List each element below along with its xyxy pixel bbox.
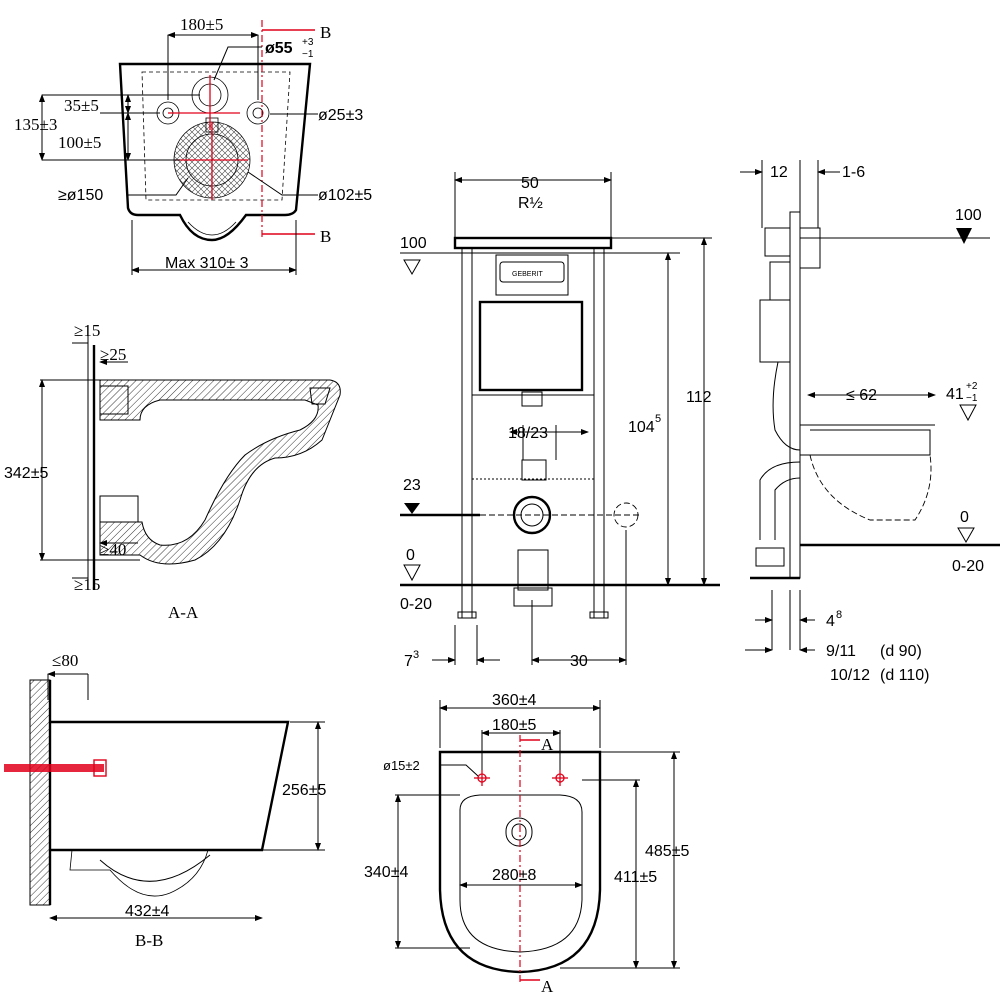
front-level-23: 23 — [403, 477, 421, 494]
side-dim-4: 4 — [826, 613, 835, 630]
front-level-0-20: 0-20 — [400, 596, 432, 613]
dim-135: 135±3 — [14, 115, 57, 134]
frame-height-104-sup: 5 — [655, 413, 661, 425]
dim-35: 35±5 — [64, 96, 99, 115]
inlet-diameter-minus: −1 — [302, 49, 314, 60]
inlet-diameter: ø55 — [265, 40, 293, 57]
frame-side-view: 12 1-6 100 ≤ 62 41 +2 −1 0 0-20 4 8 9/11… — [740, 160, 1000, 684]
bottom-depth-411: 411±5 — [614, 869, 657, 886]
aa-min-15-bottom: ≥15 — [74, 575, 100, 594]
section-a-bottom-label: A — [541, 977, 554, 996]
aa-min-25: ≥25 — [100, 345, 126, 364]
side-level-0-20: 0-20 — [952, 558, 984, 575]
side-level-0: 0 — [960, 509, 969, 526]
side-dim-4-sup: 8 — [836, 609, 842, 621]
bb-max-80: ≤80 — [52, 651, 78, 670]
dim-100: 100±5 — [58, 133, 101, 152]
side-max-62: ≤ 62 — [846, 387, 877, 404]
outlet-min-diameter: ≥ø150 — [58, 187, 103, 204]
section-b-top-label: B — [320, 23, 331, 42]
side-wall-1-6: 1-6 — [842, 164, 865, 181]
top-view: 180±5 ø55 +3 −1 B B 35±5 135±3 100±5 ø25… — [14, 15, 372, 275]
side-dim-9-11: 9/11 — [826, 643, 856, 660]
frame-width: 50 — [521, 175, 539, 192]
bottom-hole-diameter: ø15±2 — [383, 758, 420, 773]
bottom-depth-340: 340±4 — [364, 864, 408, 881]
offset-7-sup: 3 — [413, 649, 419, 661]
side-depth-12: 12 — [770, 164, 788, 181]
aa-height: 342±5 — [4, 465, 48, 482]
frame-height-104: 104 — [628, 419, 655, 436]
aa-min-15-top: ≥15 — [74, 321, 100, 340]
bottom-width-280: 280±8 — [492, 867, 536, 884]
thread-size: R½ — [518, 195, 543, 212]
frame-front-view: GEBERIT — [400, 172, 720, 670]
side-d90: (d 90) — [880, 643, 922, 660]
front-level-0: 0 — [406, 547, 415, 564]
section-b-b: ≤80 256±5 432±4 B-B — [4, 651, 326, 950]
section-b-bottom-label: B — [320, 227, 331, 246]
aa-caption: A-A — [168, 603, 199, 622]
bottom-width: 360±4 — [492, 692, 536, 709]
connection-spacing: 18/23 — [508, 425, 548, 442]
section-a-a: ≥15 ≥25 342±5 ≥40 ≥15 A-A — [4, 321, 341, 622]
side-dim-10-12: 10/12 — [830, 667, 870, 684]
side-level-41: 41 — [946, 386, 964, 403]
inlet-diameter-plus: +3 — [302, 37, 314, 48]
offset-30: 30 — [570, 653, 588, 670]
bottom-spacing: 180±5 — [492, 717, 536, 734]
max-width: Max 310± 3 — [165, 255, 249, 272]
hole-diameter: ø25±3 — [318, 107, 363, 124]
section-a-top-label: A — [541, 735, 554, 754]
bb-length: 432±4 — [125, 903, 169, 920]
side-d110: (d 110) — [880, 667, 930, 684]
bottom-view: 360±4 180±5 A A ø15±2 340±4 280±8 411±5 … — [364, 692, 689, 996]
side-level-41-plus: +2 — [966, 381, 978, 392]
side-level-100: 100 — [955, 207, 982, 224]
aa-min-40: ≥40 — [100, 540, 126, 559]
top-width-spacing: 180±5 — [180, 15, 223, 34]
bottom-length-485: 485±5 — [645, 843, 689, 860]
front-level-100: 100 — [400, 235, 427, 252]
side-level-41-minus: −1 — [966, 393, 978, 404]
bb-caption: B-B — [135, 931, 163, 950]
bb-height: 256±5 — [282, 782, 326, 799]
offset-7: 7 — [404, 653, 413, 670]
brand-label: GEBERIT — [512, 271, 543, 278]
frame-height-112: 112 — [686, 389, 712, 406]
outlet-diameter: ø102±5 — [318, 187, 372, 204]
